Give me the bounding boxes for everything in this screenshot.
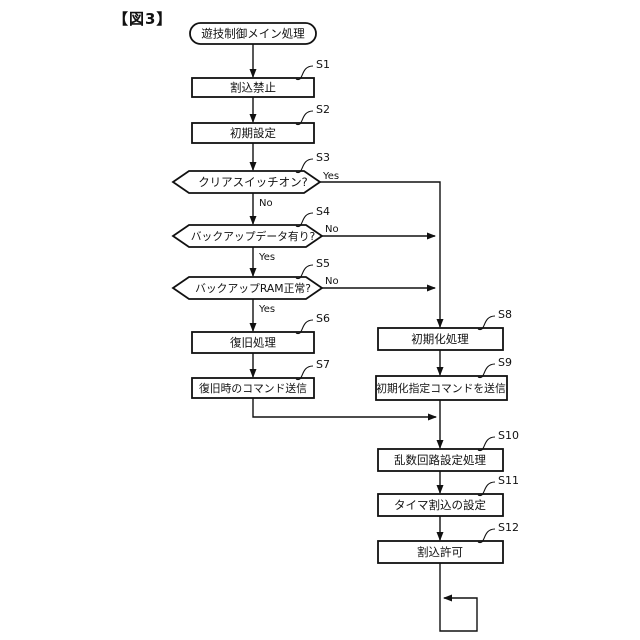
s11-step-id: S11	[498, 474, 519, 487]
connector-s2-to-s3	[249, 143, 257, 171]
connector-start-to-s1	[249, 44, 257, 78]
node-s7-process: 復旧時のコマンド送信 S7	[191, 358, 330, 399]
node-s2-process: 初期設定 S2	[191, 103, 330, 144]
connector-s3-no-to-s4	[249, 193, 257, 225]
s7-step-id: S7	[316, 358, 330, 371]
s3-no-branch-label: No	[259, 198, 273, 209]
s1-step-id: S1	[316, 58, 330, 71]
s10-label: 乱数回路設定処理	[394, 453, 486, 467]
node-s10-process: 乱数回路設定処理 S10	[377, 429, 519, 472]
s6-step-id: S6	[316, 312, 330, 325]
s2-step-id: S2	[316, 103, 330, 116]
connector-s1-to-s2	[249, 97, 257, 123]
s4-step-id: S4	[316, 205, 330, 218]
s3-label: クリアスイッチオン?	[198, 175, 308, 189]
connector-s4-no-to-mainline	[322, 232, 436, 240]
s7-label: 復旧時のコマンド送信	[199, 381, 307, 395]
node-s1-process: 割込禁止 S1	[191, 58, 330, 98]
node-s5-decision: バックアップRAM正常? S5	[171, 257, 330, 300]
connector-s5-no-to-mainline	[322, 284, 436, 292]
s12-step-id: S12	[498, 521, 519, 534]
s5-step-id: S5	[316, 257, 330, 270]
s4-no-branch-label: No	[325, 224, 339, 235]
s10-step-id: S10	[498, 429, 519, 442]
s12-label: 割込許可	[417, 545, 463, 559]
node-s8-process: 初期化処理 S8	[377, 308, 512, 351]
s8-label: 初期化処理	[411, 332, 469, 346]
s8-step-id: S8	[498, 308, 512, 321]
s6-label: 復旧処理	[230, 336, 276, 350]
connector-s4-yes-to-s5	[249, 247, 257, 277]
node-s4-decision: バックアップデータ有り? S4	[171, 205, 330, 248]
connector-s10-to-s11	[436, 471, 444, 494]
s4-label: バックアップデータ有り?	[191, 229, 316, 243]
connector-s11-to-s12	[436, 516, 444, 541]
figure-number-label: 【図3】	[113, 10, 173, 28]
s5-yes-branch-label: Yes	[258, 304, 275, 315]
node-s12-process: 割込許可 S12	[377, 521, 519, 564]
connector-s6-to-s7	[249, 353, 257, 378]
node-s11-process: タイマ割込の設定 S11	[377, 474, 519, 517]
node-s9-process: 初期化指定コマンドを送信 S9	[375, 356, 512, 401]
s2-label: 初期設定	[230, 126, 276, 140]
connector-s5-yes-to-s6	[249, 299, 257, 332]
s5-no-branch-label: No	[325, 276, 339, 287]
connector-s7-to-merge	[252, 398, 437, 421]
s11-label: タイマ割込の設定	[394, 498, 486, 512]
node-s3-decision: クリアスイッチオン? S3	[171, 151, 330, 194]
s9-label: 初期化指定コマンドを送信	[376, 381, 506, 395]
node-start-terminal: 遊技制御メイン処理	[189, 22, 317, 45]
connector-s3-yes-to-s8	[320, 181, 444, 328]
start-terminal-label: 遊技制御メイン処理	[201, 27, 305, 41]
connector-s12-loop	[439, 563, 478, 632]
s1-label: 割込禁止	[230, 81, 276, 95]
connector-s9-to-s10	[436, 400, 444, 449]
node-s6-process: 復旧処理 S6	[191, 312, 330, 354]
s4-yes-branch-label: Yes	[258, 252, 275, 263]
s3-step-id: S3	[316, 151, 330, 164]
connector-s8-to-s9	[436, 350, 444, 376]
s5-label: バックアップRAM正常?	[195, 282, 311, 295]
s3-yes-branch-label: Yes	[322, 171, 339, 182]
s9-step-id: S9	[498, 356, 512, 369]
